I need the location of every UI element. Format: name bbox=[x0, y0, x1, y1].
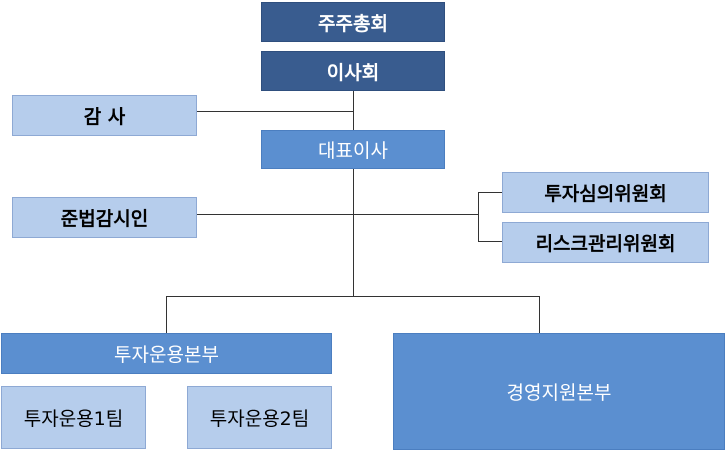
ceo-label: 대표이사 bbox=[318, 140, 388, 162]
shareholders-label: 주주총회 bbox=[318, 12, 388, 35]
team1-box: 투자운용1팀 bbox=[1, 386, 146, 449]
risk-committee-box: 리스크관리위원회 bbox=[502, 222, 709, 263]
auditor-box: 감 사 bbox=[12, 95, 197, 136]
shareholders-box: 주주총회 bbox=[261, 2, 445, 42]
board-label: 이사회 bbox=[326, 61, 380, 84]
team2-box: 투자운용2팀 bbox=[187, 386, 332, 449]
investment-division-label: 투자운용본부 bbox=[114, 344, 219, 366]
team1-label: 투자운용1팀 bbox=[23, 408, 124, 430]
management-division-box: 경영지원본부 bbox=[393, 333, 725, 450]
auditor-label: 감 사 bbox=[83, 106, 126, 128]
investment-committee-box: 투자심의위원회 bbox=[502, 172, 709, 213]
team2-label: 투자운용2팀 bbox=[209, 408, 310, 430]
board-box: 이사회 bbox=[261, 51, 445, 91]
compliance-label: 준법감시인 bbox=[60, 208, 149, 230]
investment-committee-label: 투자심의위원회 bbox=[544, 183, 667, 205]
investment-division-box: 투자운용본부 bbox=[1, 333, 332, 374]
risk-committee-label: 리스크관리위원회 bbox=[535, 233, 676, 255]
ceo-box: 대표이사 bbox=[261, 130, 445, 169]
compliance-box: 준법감시인 bbox=[12, 197, 197, 238]
management-division-label: 경영지원본부 bbox=[506, 382, 612, 404]
